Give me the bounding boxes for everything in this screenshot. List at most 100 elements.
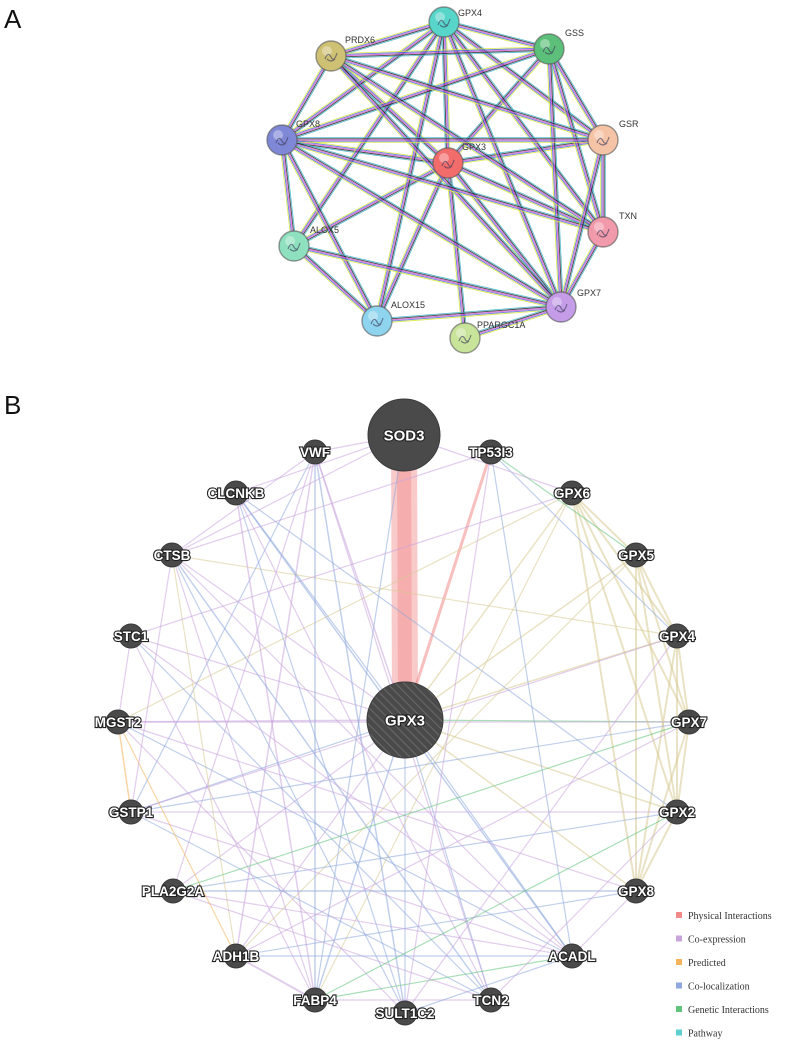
string-edge-strand (549, 48, 563, 307)
genemania-node-gpx2[interactable]: GPX2 (658, 799, 696, 825)
string-edge-strand (281, 20, 444, 140)
genemania-edge-tp53i3-gpx5 (490, 451, 637, 556)
legend-swatch (676, 1029, 682, 1036)
genemania-node-fabp4[interactable]: FABP4 (292, 987, 338, 1013)
string-edge-strand (465, 308, 562, 341)
string-node-gsr[interactable]: GSR (587, 119, 639, 156)
string-edge-strand (464, 305, 561, 338)
string-edge-strand (558, 139, 602, 307)
genemania-edge-gpx6-mgst2 (117, 492, 573, 723)
string-edge-strand (293, 161, 448, 246)
protein-structure-icon (542, 45, 556, 55)
string-edge-strand (292, 160, 448, 245)
string-edge-strand (444, 21, 450, 163)
string-edge-strand (449, 162, 468, 338)
genemania-node-stc1[interactable]: STC1 (113, 623, 150, 649)
string-edge-strand (282, 137, 563, 306)
genemania-node-acadl[interactable]: ACADL (547, 943, 597, 969)
node-highlight (439, 153, 449, 163)
string-edge-strand (446, 164, 603, 235)
genemania-edge-vwf-pla2g2a (172, 451, 316, 892)
genemania-node-pla2g2a[interactable]: PLA2G2A (141, 878, 205, 904)
genemania-edge-gpx4-ctsb (171, 554, 678, 637)
string-edge-strand (443, 23, 549, 52)
string-edge-strand (279, 140, 293, 247)
genemania-node-circle (118, 799, 144, 825)
string-edge-ppargc1a-gpx7 (464, 304, 562, 341)
string-node-alox5[interactable]: ALOX5 (278, 225, 339, 262)
legend-label: Co-localization (688, 982, 750, 993)
string-node-gpx4[interactable]: GPX4 (428, 6, 482, 38)
string-node-gss[interactable]: GSS (533, 28, 584, 65)
string-edge-strand (441, 23, 602, 234)
genemania-edge-ctsb-adh1b (171, 554, 237, 957)
genemania-node-gpx7[interactable]: GPX7 (670, 709, 708, 735)
genemania-node-sult1c2[interactable]: SULT1C2 (374, 1000, 436, 1026)
string-edge-strand (378, 163, 451, 323)
node-highlight (594, 130, 604, 140)
string-edge-strand (294, 164, 450, 249)
legend-swatch (676, 1006, 682, 1012)
genemania-edge-clcnkb-fabp4 (235, 492, 316, 1001)
string-node-prdx6[interactable]: PRDX6 (315, 35, 375, 72)
genemania-node-adh1b[interactable]: ADH1B (212, 943, 261, 969)
genemania-node-circle (223, 943, 249, 969)
string-node-gpx7[interactable]: GPX7 (545, 288, 601, 323)
legend-item-predicted: Predicted (676, 958, 726, 969)
genemania-edge-adh1b-gpx7 (235, 721, 690, 957)
genemania-node-clcnkb[interactable]: CLCNKB (206, 480, 266, 506)
string-edge-strand (281, 140, 448, 165)
string-edge-strand (464, 306, 562, 339)
string-edge-strand (281, 48, 550, 141)
genemania-edge-gpx4-gpx7 (676, 635, 690, 723)
genemania-edge-tp53i3-gpx4 (490, 451, 678, 637)
string-edge-strand (330, 57, 603, 143)
protein-structure-icon (554, 303, 568, 313)
genemania-node-label: GPX2 (659, 805, 695, 820)
string-edge-strand (547, 49, 603, 141)
string-edge-strand (282, 56, 333, 141)
genemania-node-label: GSTP1 (109, 805, 154, 820)
genemania-node-label: ACADL (548, 949, 595, 964)
string-edge-strand (282, 49, 550, 142)
string-edge-strand (331, 54, 563, 307)
string-edge-strand (376, 306, 562, 322)
genemania-node-vwf[interactable]: VWF (299, 439, 331, 465)
genemania-edge-gpx7-pla2g2a (172, 721, 690, 892)
protein-structure-icon (370, 317, 384, 327)
genemania-node-tcn2[interactable]: TCN2 (472, 987, 510, 1013)
genemania-edge-adh1b-fabp4 (235, 955, 316, 1001)
genemania-node-gstp1[interactable]: GSTP1 (108, 799, 155, 825)
genemania-node-label: GPX8 (618, 884, 655, 899)
legend-label: Pathway (688, 1029, 722, 1040)
genemania-edge-sod3-ctsb (171, 434, 405, 556)
string-edge-strand (293, 162, 449, 247)
genemania-node-tp53i3[interactable]: TP53I3 (468, 439, 514, 465)
genemania-node-gpx5[interactable]: GPX5 (617, 542, 656, 568)
genemania-node-gpx6[interactable]: GPX6 (553, 480, 592, 506)
string-node-gpx3[interactable]: GPX3 (432, 142, 486, 179)
string-node-alox15[interactable]: ALOX15 (361, 300, 425, 337)
genemania-node-ctsb[interactable]: CTSB (153, 542, 192, 568)
genemania-node-label: SULT1C2 (375, 1006, 434, 1021)
string-edge-strand (444, 21, 563, 307)
genemania-node-sod3[interactable]: SOD3 (367, 398, 441, 472)
string-edge-gss-gpx8 (281, 46, 550, 143)
string-edge-strand (282, 137, 604, 231)
genemania-edge-gpx5-gpx4 (635, 554, 678, 637)
string-node-ppargc1a[interactable]: PPARGC1A (449, 320, 525, 354)
genemania-node-circle (159, 542, 185, 568)
string-edge-strand (281, 141, 448, 166)
string-edge-strand (377, 163, 450, 322)
string-edge-gss-gpx7 (546, 48, 564, 308)
string-node-txn[interactable]: TXN (587, 211, 637, 248)
string-edge-strand (294, 244, 379, 321)
string-edge-strand (559, 139, 603, 307)
string-node-gpx8[interactable]: GPX8 (266, 119, 320, 156)
genemania-node-mgst2[interactable]: MGST2 (94, 709, 142, 735)
genemania-node-gpx3[interactable]: GPX3 (366, 681, 444, 759)
string-edge-strand (281, 141, 603, 235)
genemania-node-gpx4[interactable]: GPX4 (658, 623, 697, 649)
genemania-node-gpx8[interactable]: GPX8 (617, 878, 656, 904)
